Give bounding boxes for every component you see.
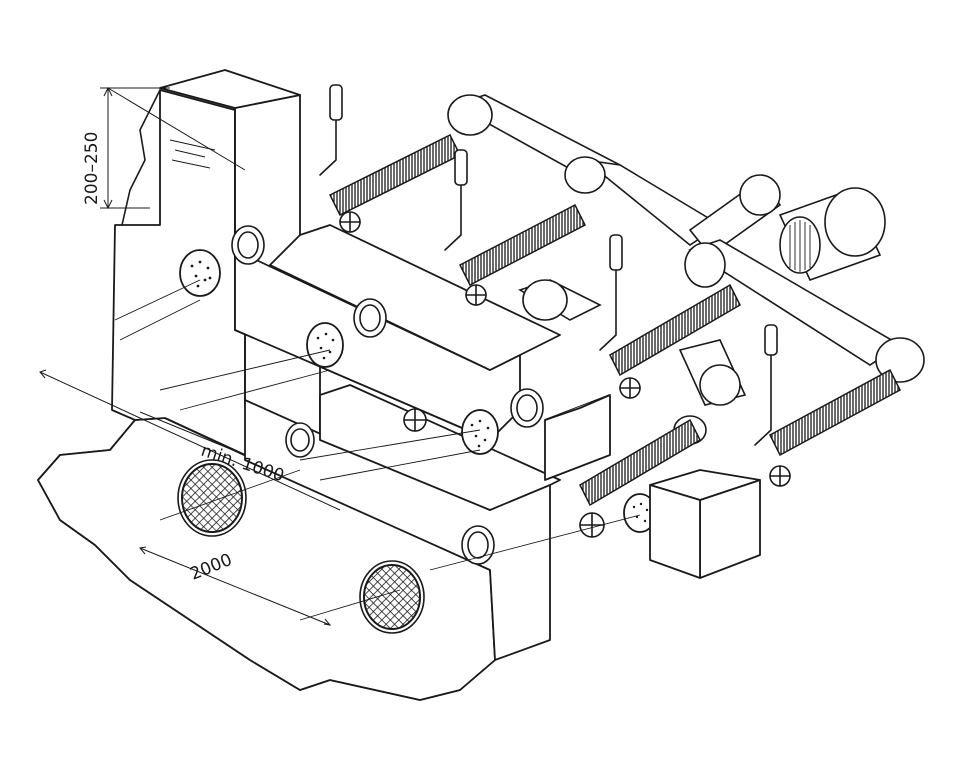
wall-nozzle-3 [461,409,499,455]
housing-box-2 [649,469,761,579]
flow-guide-lines [114,279,641,621]
handwheel-valve-4 [769,465,791,487]
air-valve-2 [444,149,468,251]
concrete-beam-lower [244,384,561,661]
wall-flange-5 [461,525,495,565]
floor-outlet-2 [359,560,425,634]
handwheel-valve-1 [339,211,361,233]
wall-flange-4 [285,422,315,458]
air-valve-3 [599,234,623,351]
flex-hose-4 [769,368,901,457]
wall-nozzle-1 [179,249,221,297]
flex-hose-3 [609,283,741,377]
concrete-beam-upper [234,224,561,441]
flex-hose-1 [328,133,462,217]
wall-flange-2 [353,298,387,338]
dimension-height-label: 200–250 [82,132,102,205]
dimension-height: 200–250 [82,86,246,210]
handwheel-valve-5 [579,512,605,538]
wall-nozzle-2 [306,322,344,368]
wall-flange-3 [510,388,544,428]
handwheel-valve-2 [465,284,487,306]
air-valve-1 [319,84,343,176]
wall-flange-1 [231,225,265,265]
flex-hose-5 [579,418,701,507]
handwheel-valve-6 [403,408,427,432]
floor-outlet-1 [177,459,247,537]
flex-hose-2 [458,203,587,287]
pump-motor [778,187,886,281]
handwheel-valve-3 [619,377,641,399]
main-pipe-manifold [447,94,925,445]
housing-box-1 [544,394,611,481]
air-valve-4 [754,324,778,446]
